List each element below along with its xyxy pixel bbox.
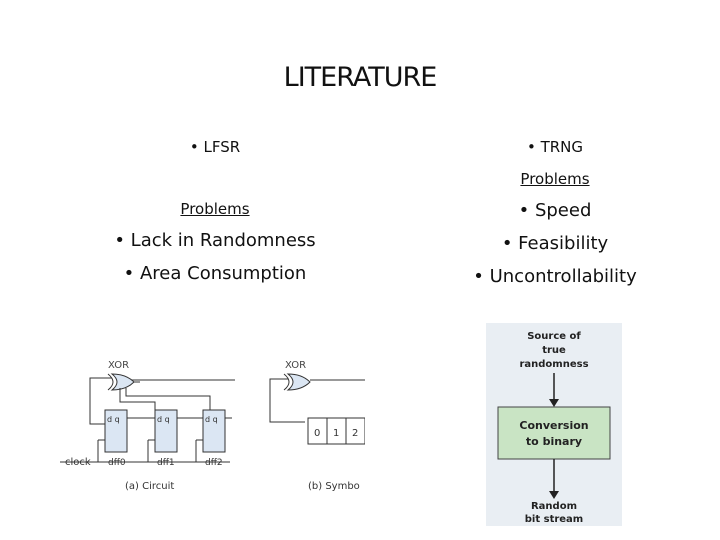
svg-text:1: 1 xyxy=(333,428,339,439)
dff1-box xyxy=(154,409,178,453)
svg-text:0: 0 xyxy=(314,428,320,439)
lfsr-problems-label: Problems xyxy=(180,200,250,218)
svg-text:d q: d q xyxy=(157,415,170,424)
output-text-2: bit stream xyxy=(525,514,583,525)
trng-problems-label: Problems xyxy=(520,170,590,188)
dff2-box xyxy=(202,409,226,453)
dff0-label: dff0 xyxy=(108,458,126,468)
svg-text:2: 2 xyxy=(352,428,358,439)
trng-flow-figure: Source of true randomness Conversion to … xyxy=(486,323,622,526)
dff0-box xyxy=(104,409,128,453)
lfsr-problem-2: • Area Consumption xyxy=(123,263,307,284)
xor-gate-a xyxy=(110,373,135,391)
conversion-box xyxy=(497,406,611,460)
process-text-1: Conversion xyxy=(519,419,588,432)
xor-gate-b xyxy=(286,373,311,391)
trng-heading: • TRNG xyxy=(526,138,584,156)
dff2-label: dff2 xyxy=(205,458,223,468)
svg-text:d q: d q xyxy=(107,415,120,424)
lfsr-heading: • LFSR xyxy=(189,138,241,156)
source-text-2: true xyxy=(542,345,566,356)
xor-label-a: XOR xyxy=(108,360,129,371)
symbol-register xyxy=(307,417,365,445)
caption-b: (b) Symbo xyxy=(308,481,360,492)
xor-label-b: XOR xyxy=(285,360,306,371)
source-text-1: Source of xyxy=(527,331,581,342)
dff1-label: dff1 xyxy=(157,458,175,468)
svg-text:d q: d q xyxy=(205,415,218,424)
output-text-1: Random xyxy=(531,501,577,512)
lfsr-problem-1: • Lack in Randomness xyxy=(114,230,316,251)
trng-problem-2: • Feasibility xyxy=(501,233,609,254)
clock-label: clock xyxy=(65,457,91,468)
trng-problem-1: • Speed xyxy=(518,200,592,221)
lfsr-circuit-figure: XOR d q d q d q clock dff0 dff1 dff2 (a)… xyxy=(60,360,365,492)
caption-a: (a) Circuit xyxy=(125,481,174,492)
process-text-2: to binary xyxy=(526,435,582,448)
trng-problem-3: • Uncontrollability xyxy=(473,266,637,287)
source-text-3: randomness xyxy=(519,359,588,370)
page-title: LITERATURE xyxy=(283,62,438,93)
